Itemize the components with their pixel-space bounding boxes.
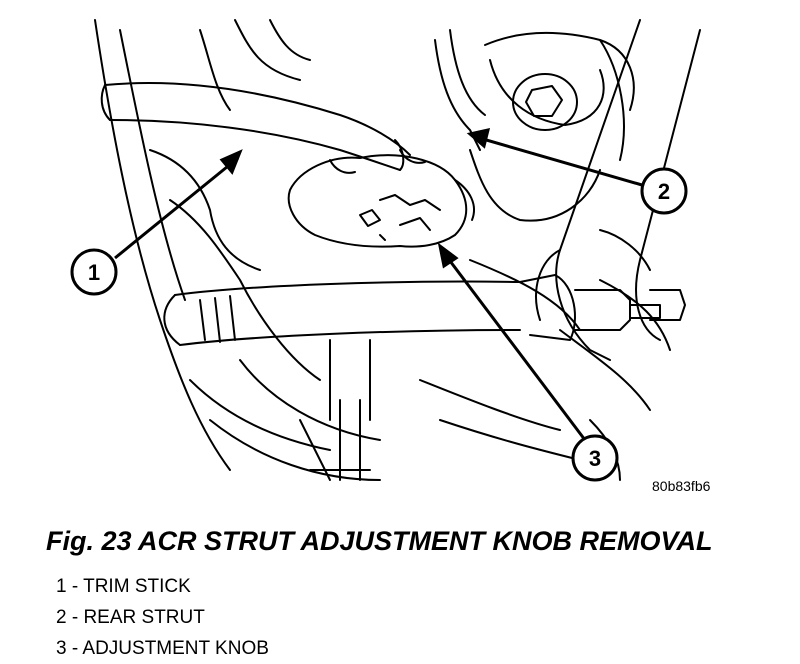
trim-stick [100,82,411,171]
legend-item: 2 - REAR STRUT [56,607,205,628]
upper-housing [434,29,635,222]
legend-item: 3 - ADJUSTMENT KNOB [56,638,269,659]
callout-1-label: 1 [88,260,100,285]
leader-line-3 [442,252,587,441]
callout-1: 1 [70,248,118,296]
leader-line-2 [475,135,643,187]
legend-item: 1 - TRIM STICK [56,576,191,597]
legend-list: 1 - TRIM STICK 2 - REAR STRUT 3 - ADJUST… [56,571,269,664]
background-structure [94,19,671,481]
figure-code: 80b83fb6 [652,478,711,494]
strut-rod [163,274,686,421]
callout-3-label: 3 [589,446,601,471]
callout-3: 3 [571,434,619,482]
callout-2-label: 2 [658,179,670,204]
adjustment-knob [287,149,475,248]
strut-knob-illustration: 1 2 3 [70,19,701,482]
arrowhead-3 [437,242,459,269]
arrowhead-1 [219,149,243,175]
arrowhead-2 [466,128,491,149]
figure-caption: Fig. 23 ACR STRUT ADJUSTMENT KNOB REMOVA… [46,526,713,556]
leader-line-1 [114,156,239,260]
callout-2: 2 [640,167,688,215]
leader-lines [114,128,643,441]
rear-strut [535,19,701,361]
